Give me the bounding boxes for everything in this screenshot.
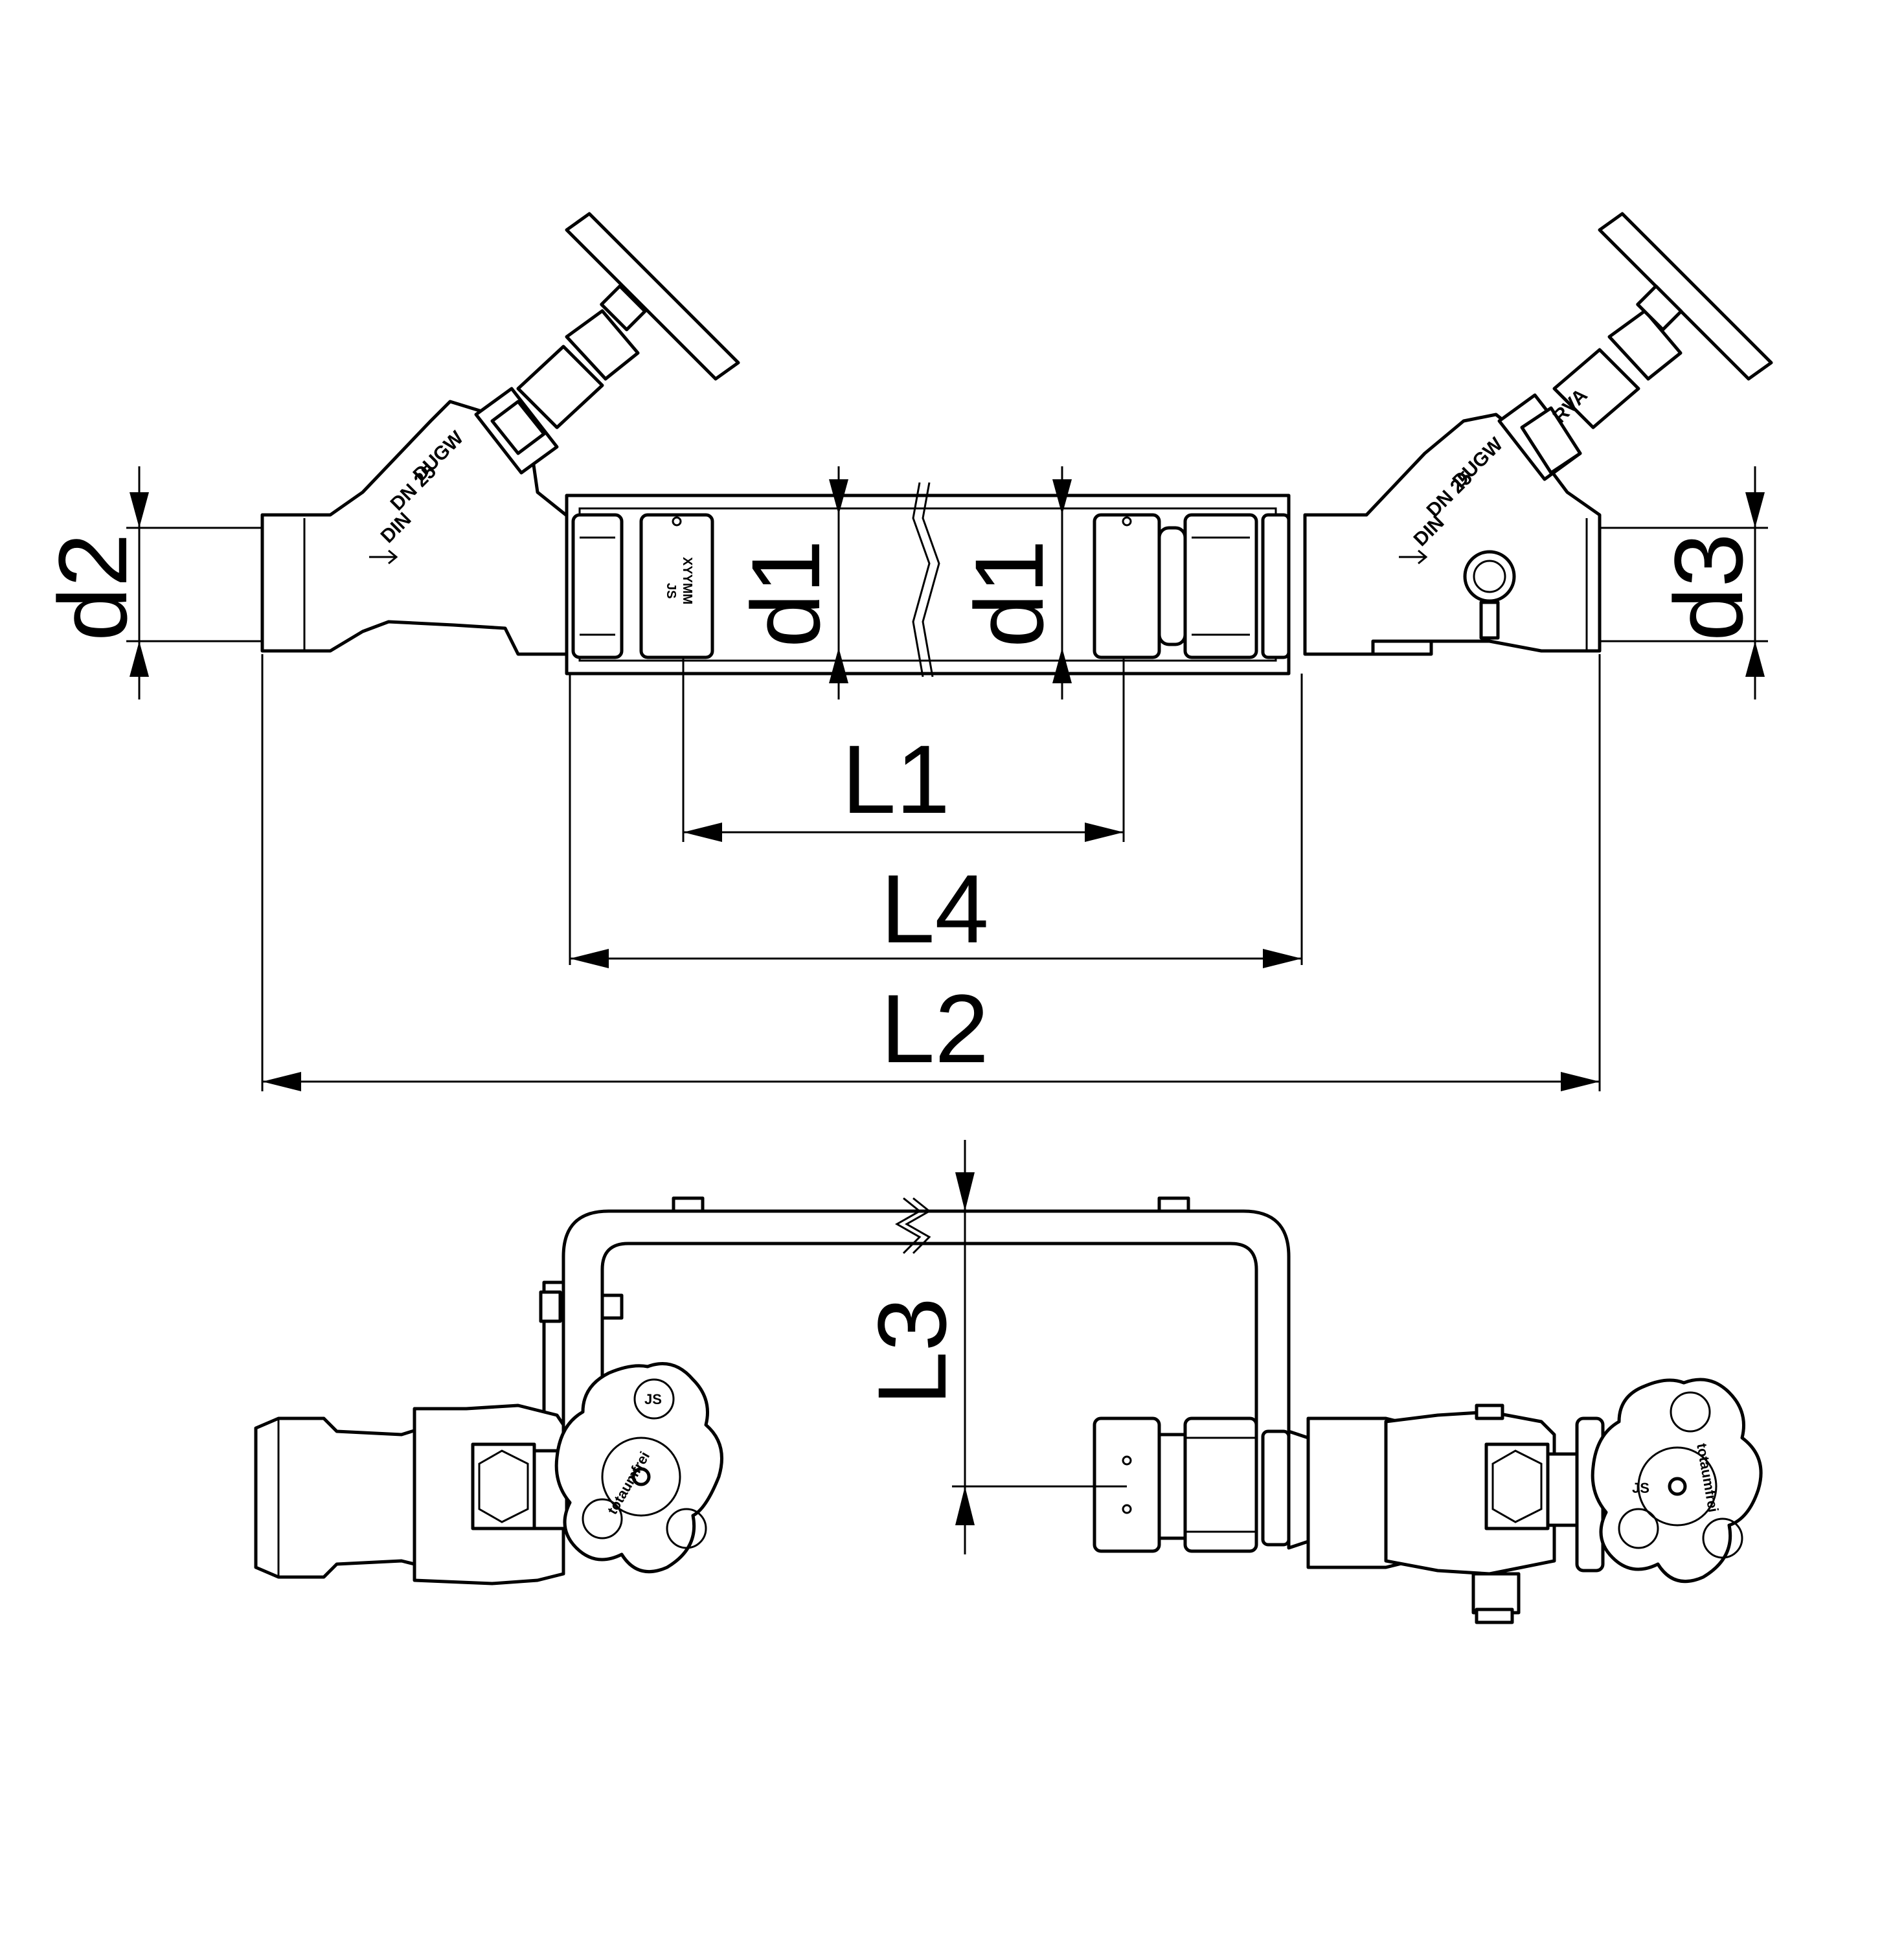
left-handwheel-spoke-c	[666, 1508, 707, 1549]
left-handwheel-hub	[631, 1467, 651, 1486]
right-union-nut	[1261, 513, 1291, 659]
right-bonnet-hex	[1520, 406, 1582, 475]
d1-right-label: d1	[955, 540, 1063, 648]
left-bottom-hex	[471, 1442, 536, 1530]
right-handwheel-spoke-c	[1702, 1517, 1743, 1559]
l1-arrow-right-icon	[1085, 823, 1124, 842]
l3-arrow-bottom-icon	[955, 1486, 975, 1525]
right-handwheel-spoke-b	[1618, 1508, 1659, 1549]
d3-arrow-bottom-icon	[1745, 641, 1765, 677]
left-handwheel-hub-ring	[601, 1437, 681, 1517]
d1-left-arrow-bottom-icon	[829, 648, 848, 683]
l2-label: L2	[881, 974, 989, 1083]
d2-arrow-top-icon	[130, 492, 149, 528]
left-handwheel-spoke-a	[633, 1378, 675, 1420]
right-union-body	[1093, 513, 1161, 659]
bottom-union-mark-b	[1122, 1504, 1132, 1514]
d2-label: d2	[38, 533, 147, 641]
left-handwheel-spoke-b	[582, 1498, 623, 1540]
right-bottom-drain-cap	[1475, 1608, 1514, 1624]
right-star-handwheel: totaumfrei JS	[1591, 1378, 1763, 1584]
right-handwheel-hub	[1636, 284, 1683, 332]
left-handwheel-logo: JS	[644, 1391, 662, 1407]
bottom-union-nut-b	[1261, 1429, 1291, 1547]
union-code: XYYMM	[680, 557, 694, 604]
right-handwheel-hub	[1668, 1477, 1687, 1496]
right-union-hex	[1183, 513, 1258, 659]
bottom-union-mark-a	[1122, 1455, 1132, 1466]
l1-arrow-left-icon	[683, 823, 722, 842]
left-bottom-hex-face	[478, 1449, 529, 1523]
right-mount-plate	[1287, 1429, 1310, 1550]
d1-left-arrow-top-icon	[829, 479, 848, 515]
right-bottom-top-nipple	[1475, 1403, 1504, 1420]
l1-label: L1	[842, 725, 950, 834]
break-mark-top	[912, 482, 931, 677]
u-bracket-outer	[561, 1209, 1291, 1505]
mount-bolt	[539, 1290, 562, 1323]
break-mark-bottom	[894, 1197, 922, 1255]
right-drain-stem	[1479, 600, 1500, 640]
l4-label: L4	[881, 854, 989, 963]
l4-arrow-left-icon	[570, 949, 609, 968]
bottom-union-neck	[1157, 1433, 1187, 1540]
right-spindle-nut	[1607, 309, 1683, 381]
right-bottom-nipple	[1371, 639, 1433, 656]
l4-arrow-right-icon	[1263, 949, 1302, 968]
break-mark-bottom-b	[904, 1197, 931, 1255]
d3-label: d3	[1654, 533, 1763, 641]
right-handwheel-spoke-a	[1670, 1391, 1711, 1433]
union-brand: JS	[664, 583, 678, 598]
left-flow-arrow-icon	[369, 549, 398, 565]
right-drain-port-inner	[1473, 560, 1506, 593]
break-mark-top-b	[922, 482, 940, 677]
d1-right-arrow-bottom-icon	[1052, 648, 1072, 683]
d3-arrow-top-icon	[1745, 492, 1765, 528]
right-union-mark	[1122, 516, 1132, 527]
bottom-view: totaumfrei JS totaumfrei	[254, 1140, 1763, 1624]
left-union-mark	[672, 516, 682, 527]
left-union-body	[639, 513, 714, 659]
left-handwheel	[565, 212, 740, 381]
left-bonnet-hex	[490, 400, 546, 455]
d1-right-arrow-top-icon	[1052, 479, 1072, 515]
l2-arrow-left-icon	[262, 1072, 301, 1091]
right-spindle	[1552, 348, 1640, 429]
right-handwheel-hub-ring	[1637, 1446, 1717, 1527]
d1-left-label: d1	[731, 540, 840, 648]
right-drain-port	[1463, 550, 1516, 603]
right-bottom-hex	[1484, 1442, 1550, 1530]
left-union-nut	[571, 513, 624, 659]
right-bottom-drain	[1471, 1572, 1521, 1615]
left-handwheel-hub	[600, 284, 647, 332]
l2-arrow-right-icon	[1561, 1072, 1600, 1091]
u-bracket-inner	[600, 1242, 1258, 1453]
bracket-stud-right	[1157, 1196, 1190, 1213]
l3-label: L3	[857, 1297, 966, 1405]
bracket-stud-left	[672, 1196, 705, 1213]
bottom-union-nut-a	[1093, 1416, 1161, 1553]
bottom-union-hex	[1183, 1416, 1258, 1553]
right-handwheel-logo: JS	[1632, 1480, 1649, 1496]
right-bottom-hex-face	[1491, 1449, 1543, 1523]
l3-arrow-top-icon	[955, 1172, 975, 1211]
right-handwheel	[1598, 212, 1773, 381]
left-star-handwheel: totaumfrei JS	[554, 1362, 723, 1574]
top-view: DUGW DN 25 DIN RVA DUGW DN 25 DIN JS XYY…	[38, 212, 1773, 1091]
right-flow-arrow-icon	[1399, 549, 1428, 565]
mount-bolt-right	[600, 1293, 624, 1320]
left-spindle	[516, 345, 604, 429]
left-spindle-nut	[565, 309, 640, 381]
right-union-neck	[1157, 526, 1187, 646]
d2-arrow-bottom-icon	[130, 641, 149, 677]
